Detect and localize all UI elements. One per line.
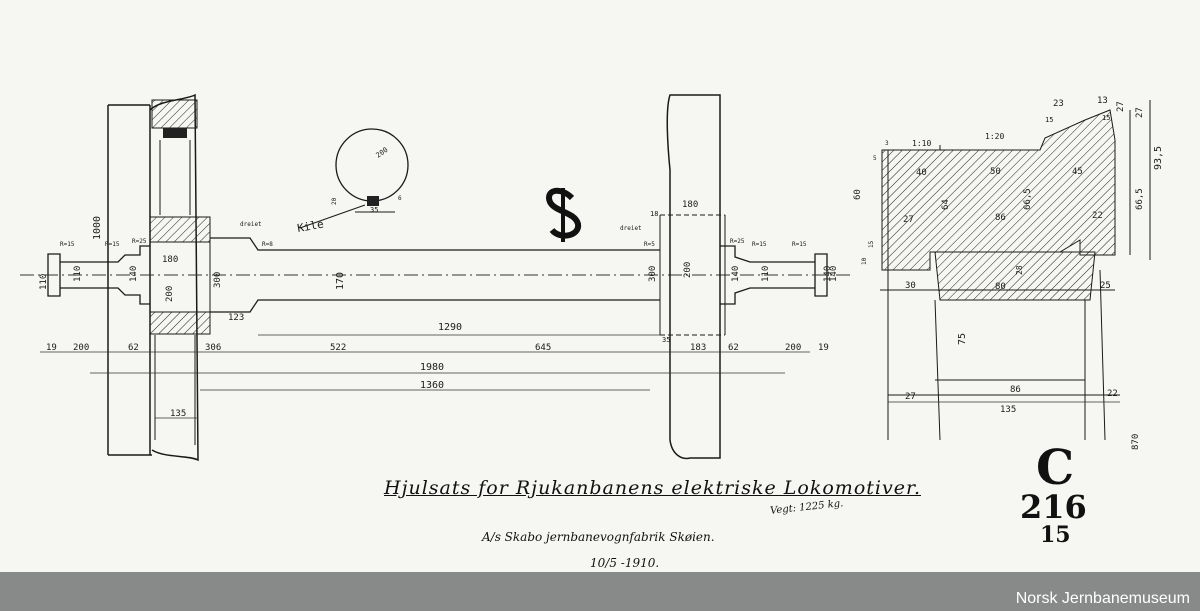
axle-dimension: 140	[731, 266, 741, 282]
axle-dimension: 62	[128, 343, 139, 353]
radius-label: R=15	[792, 241, 807, 248]
axle-dimension: 19	[46, 343, 57, 353]
axle-dimension: 1980	[420, 362, 444, 373]
profile-dimension: 28	[1015, 265, 1024, 275]
scale-label: 1:20	[985, 132, 1004, 141]
radius-label: R=5	[644, 241, 655, 248]
axle-dimension: 140	[129, 266, 139, 282]
axle-dimension: 123	[228, 313, 244, 323]
key-dimension: 200	[375, 146, 390, 160]
profile-dimension: 66,5	[1023, 188, 1033, 210]
axle-dimension: 62	[728, 343, 739, 353]
profile-dimension: 13	[1097, 96, 1108, 106]
drawing-title: Hjulsats for Rjukanbanens elektriske Lok…	[384, 477, 921, 499]
profile-dimension: 135	[1000, 405, 1016, 415]
key-dimension: 35	[370, 206, 378, 214]
right-wheel	[659, 94, 726, 460]
key-detail	[299, 128, 409, 229]
profile-dimension: 50	[990, 167, 1001, 177]
date-note: 10/5 -1910.	[590, 556, 660, 570]
radius-label: R=15	[105, 241, 120, 248]
profile-dimension: 40	[916, 168, 927, 178]
profile-dimension: 3	[885, 140, 889, 147]
axle-dimension: 183	[690, 343, 706, 353]
radius-label: R=15	[60, 241, 75, 248]
axle-dimension: 140	[829, 266, 839, 282]
profile-dimension: 5	[873, 155, 877, 162]
dimension-lines	[40, 334, 1120, 419]
key-label: Kile	[296, 218, 324, 235]
axle-dimension: 645	[535, 343, 551, 353]
axle-dimension: 200	[73, 343, 89, 353]
profile-dimension: 25	[1100, 281, 1111, 291]
profile-dimension: 15	[1102, 114, 1110, 122]
axle-dimension: 180	[162, 255, 178, 265]
profile-dimension: 80	[995, 282, 1006, 292]
turned-note: dreiet	[240, 221, 262, 228]
turned-note: dreiet	[620, 225, 642, 232]
left-wheel	[107, 93, 211, 462]
axle-dimension: 180	[682, 200, 698, 210]
axle-dimension: 170	[335, 272, 346, 290]
axle-dimension: 306	[205, 343, 221, 353]
profile-dimension: 22	[1092, 211, 1103, 221]
profile-dimension: 15	[868, 240, 875, 248]
axle-dimension: 1290	[438, 322, 462, 333]
profile-dimension: 27	[903, 215, 914, 225]
profile-dimension: 27	[1116, 101, 1126, 112]
radius-label: R=15	[752, 241, 767, 248]
sheet-number: 15	[1040, 522, 1071, 548]
axle	[20, 237, 850, 313]
profile-dimension: 23	[1053, 99, 1064, 109]
footer-credit: Norsk Jernbanemuseum	[1015, 590, 1190, 607]
profile-dimension: 75	[957, 333, 968, 345]
axle-dimension: 300	[648, 266, 658, 282]
profile-dimension: 30	[905, 281, 916, 291]
profile-dimension: 15	[1045, 116, 1053, 124]
axle-dimension: 1360	[420, 380, 444, 391]
axle-dimension: 140	[823, 266, 833, 282]
drawing-letter: C	[1036, 440, 1075, 496]
profile-dimension: 86	[1010, 385, 1021, 395]
profile-dimension: 27	[905, 392, 916, 402]
axle-dimension: 200	[785, 343, 801, 353]
axle-dimension: 1000	[92, 216, 103, 240]
profile-dimension: 60	[853, 189, 863, 200]
axle-dimension: 200	[165, 286, 175, 302]
profile-dimension: 870	[1131, 434, 1141, 450]
axle-dimension: 200	[683, 262, 693, 278]
axle-dimension: 110	[761, 266, 771, 282]
axle-dimension: 522	[330, 343, 346, 353]
axle-dimension: 135	[170, 409, 186, 419]
radius-label: R=25	[730, 238, 745, 245]
profile-dimension: 66,5	[1135, 188, 1145, 210]
axle-dimension: 18	[650, 210, 658, 218]
radius-label: R=25	[132, 238, 147, 245]
railway-logo	[546, 187, 582, 242]
profile-dimension: 22	[1107, 389, 1118, 399]
axle-dimension: 110	[39, 274, 49, 290]
profile-dimension: 27	[1135, 107, 1145, 118]
axle-dimension: 110	[73, 266, 83, 282]
key-dimension: 20	[331, 197, 338, 205]
footer-bar: Norsk Jernbanemuseum	[0, 572, 1200, 611]
scale-label: 1:10	[912, 139, 931, 148]
profile-dimension: 64	[941, 199, 951, 210]
profile-dimension: 86	[995, 213, 1006, 223]
axle-dimension: 300	[213, 272, 223, 288]
key-dimension: 6	[398, 195, 402, 202]
radius-label: R=8	[262, 241, 273, 248]
drawing-number: 216	[1020, 488, 1087, 526]
profile-dimension: 45	[1072, 167, 1083, 177]
maker-note: A/s Skabo jernbanevognfabrik Skøien.	[482, 530, 715, 544]
axle-dimension: 19	[818, 343, 829, 353]
profile-dimension: 93,5	[1153, 146, 1164, 170]
profile-dimension: 10	[861, 257, 868, 265]
wheel-profile-section	[880, 100, 1151, 441]
axle-dimension: 35	[662, 336, 670, 344]
